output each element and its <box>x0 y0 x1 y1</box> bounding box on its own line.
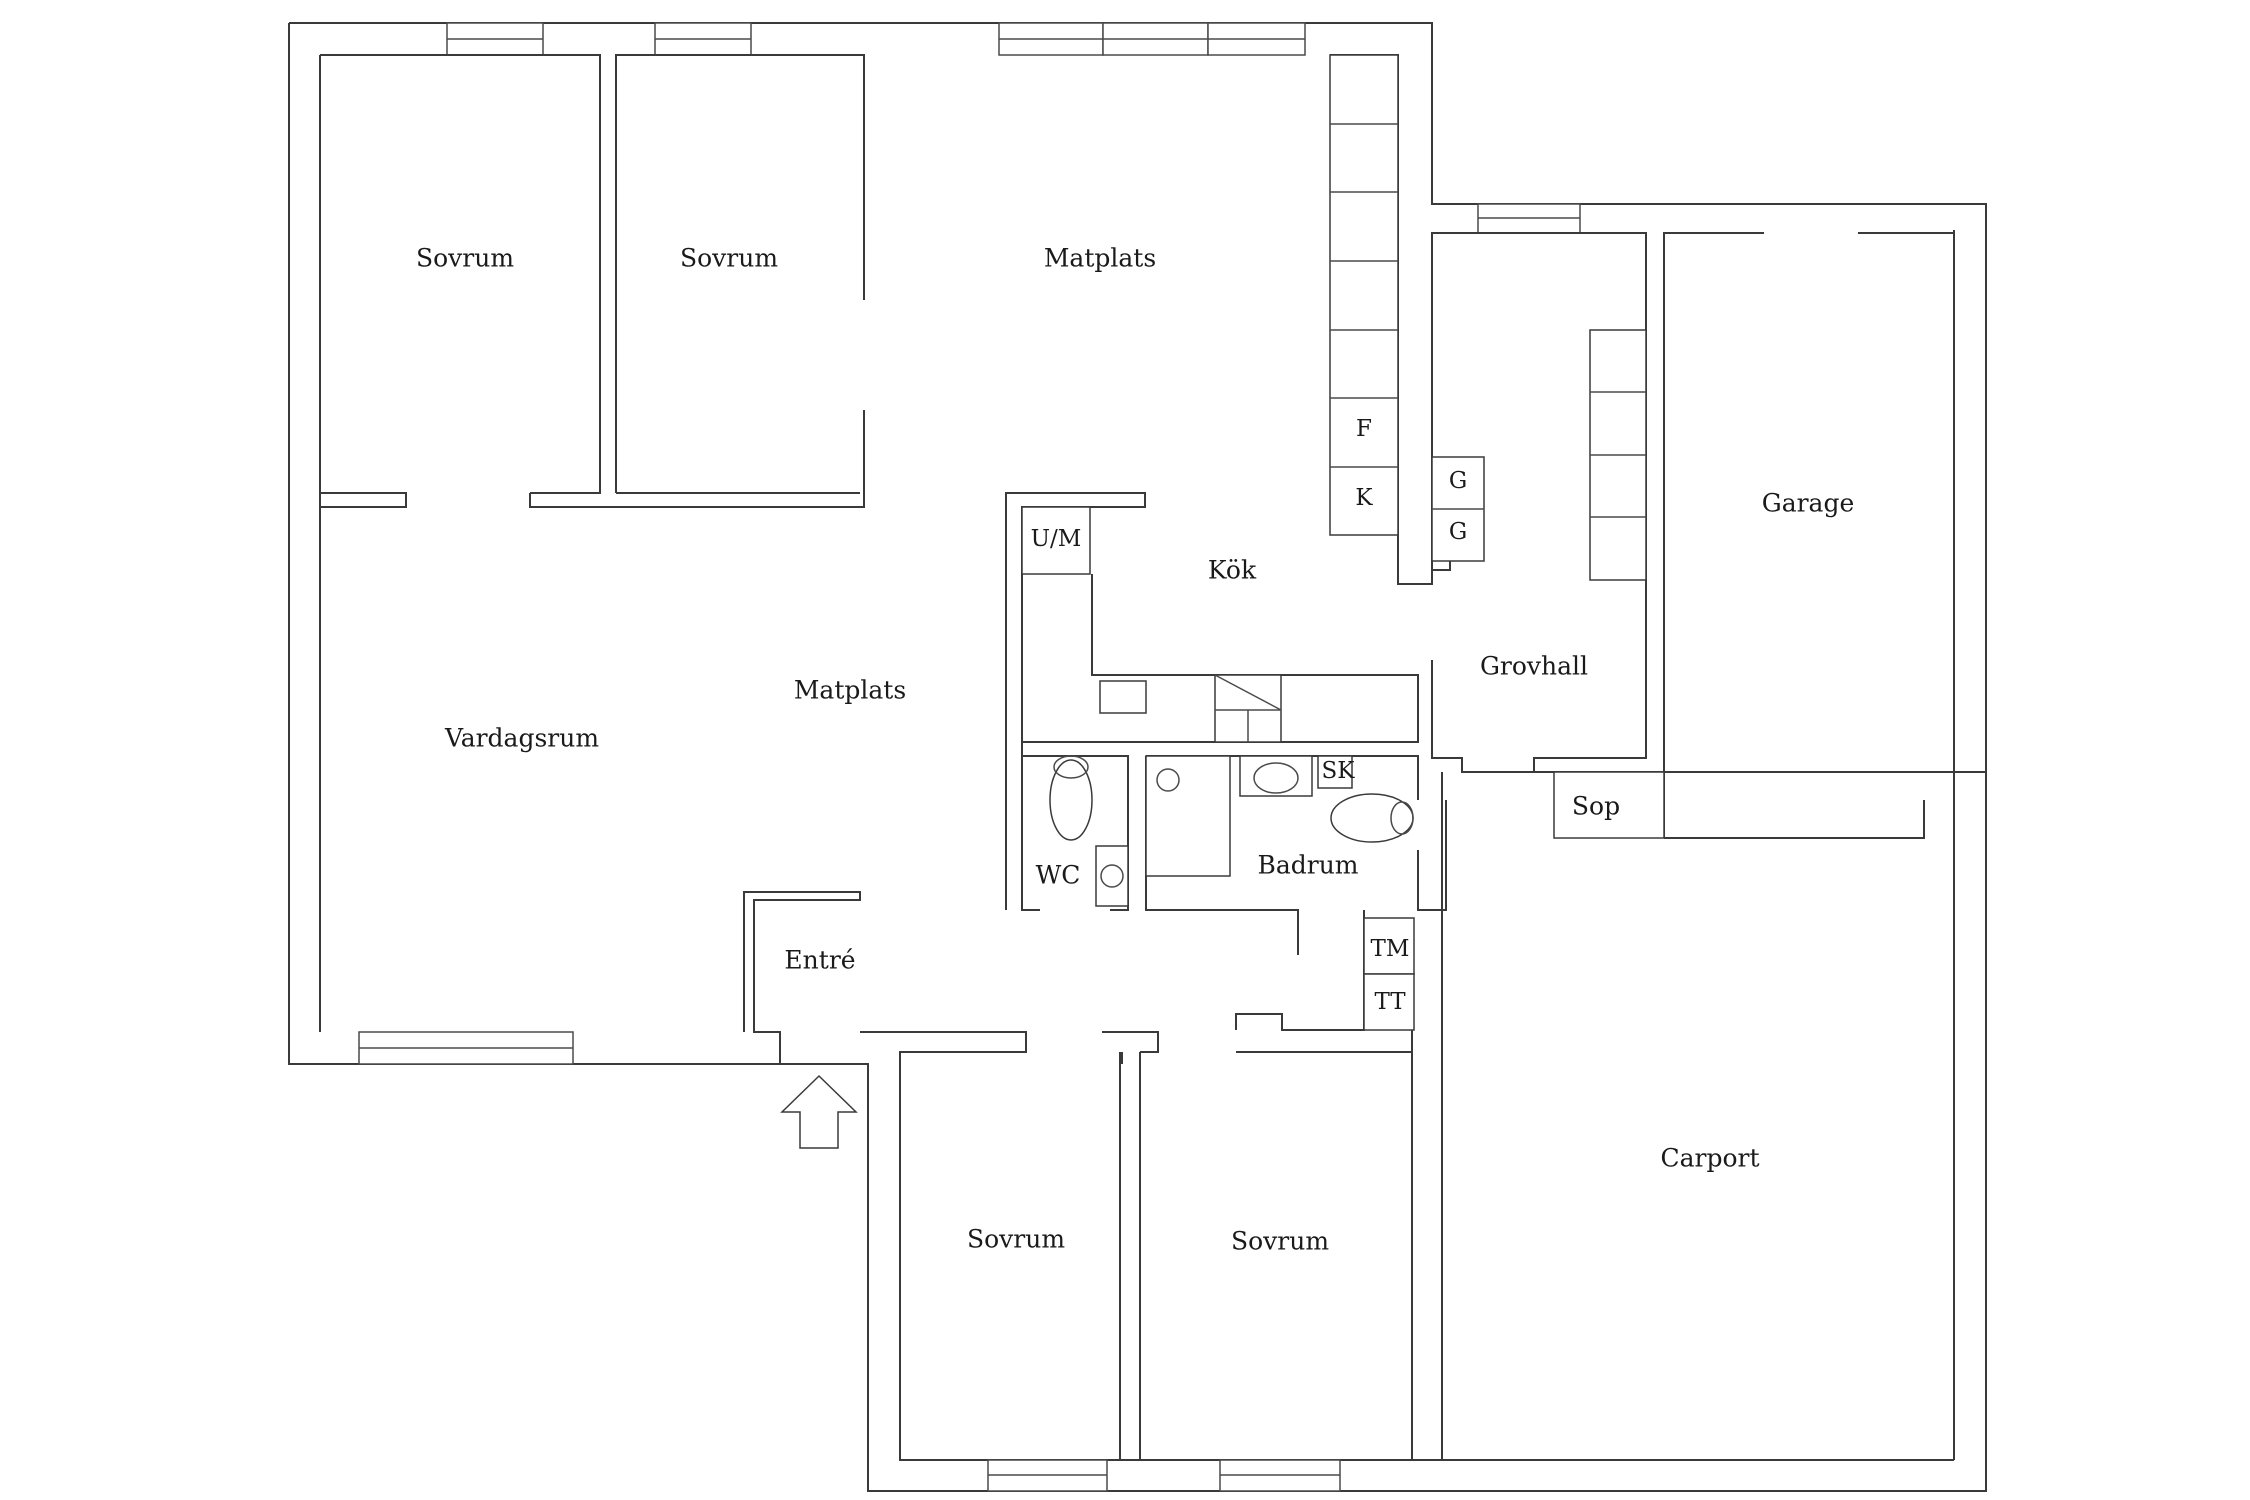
room-labels: Sovrum Sovrum Matplats Kök Matplats Vard… <box>416 244 1854 1256</box>
entrance-walls <box>743 891 1159 1460</box>
appliance-freezer-label: K <box>1355 485 1373 511</box>
arrow-up-icon <box>780 1074 858 1149</box>
room-wc: WC <box>1036 861 1081 890</box>
room-matplats-mid: Matplats <box>794 676 906 705</box>
room-kok: Kök <box>1208 556 1257 585</box>
utility-walls <box>1431 232 1986 839</box>
room-sovrum-bottom-right: Sovrum <box>1231 1227 1329 1256</box>
appliance-closet-g1-label: G <box>1449 468 1467 494</box>
room-badrum: Badrum <box>1257 851 1358 880</box>
bedroom-walls-top <box>320 54 865 508</box>
kitchen-tall-units <box>1329 54 1451 585</box>
room-matplats-top: Matplats <box>1044 244 1156 273</box>
room-sovrum-top-mid: Sovrum <box>680 244 778 273</box>
appliance-cabinet-label: SK <box>1322 758 1356 784</box>
room-grovhall: Grovhall <box>1480 652 1588 681</box>
room-carport: Carport <box>1660 1144 1759 1173</box>
bedroom-walls-bottom <box>900 772 1443 1460</box>
room-sop: Sop <box>1572 792 1620 821</box>
appliance-oven-label: U/M <box>1031 526 1082 552</box>
appliance-washer-label: TM <box>1371 936 1410 962</box>
room-entre: Entré <box>784 946 855 975</box>
room-garage: Garage <box>1762 489 1855 518</box>
room-vardagsrum: Vardagsrum <box>444 724 599 753</box>
windows <box>358 22 1581 1492</box>
kitchen-counters <box>1005 492 1419 910</box>
appliance-labels: F K G G U/M SK TM TT <box>1031 416 1468 1015</box>
appliance-fridge-label: F <box>1356 416 1372 442</box>
bathroom-walls <box>1021 755 1447 955</box>
room-sovrum-bottom-left: Sovrum <box>967 1225 1065 1254</box>
appliance-dryer-label: TT <box>1374 989 1406 1015</box>
appliance-closet-g2-label: G <box>1449 519 1467 545</box>
room-sovrum-top-left: Sovrum <box>416 244 514 273</box>
laundry-walls <box>1235 910 1415 1031</box>
